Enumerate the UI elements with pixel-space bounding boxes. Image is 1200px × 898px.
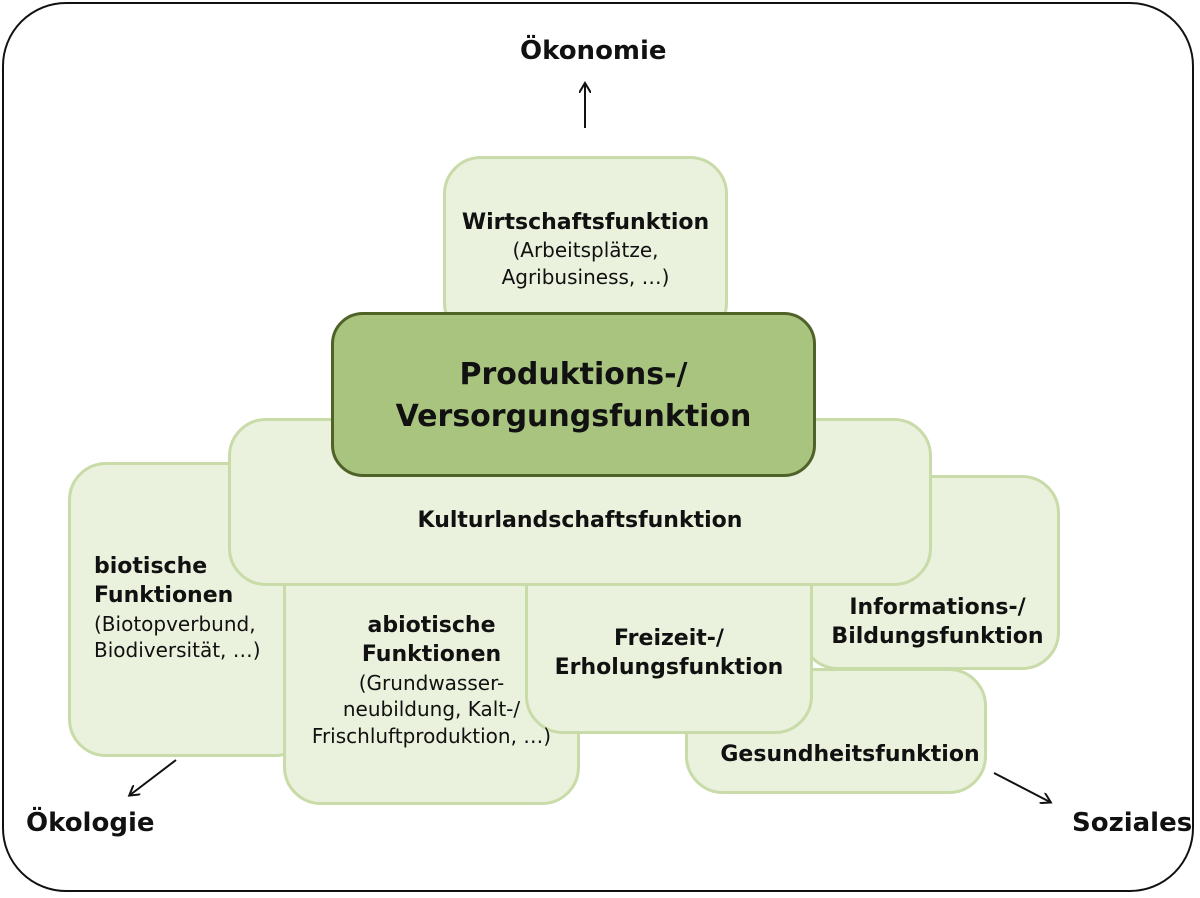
- box-produktions-versorgungsfunktion: [331, 312, 816, 477]
- label-oekonomie: Ökonomie: [520, 36, 667, 66]
- center-text: Produktions-/ Versorgungsfunktion: [331, 354, 816, 438]
- freizeit-text: Freizeit-/ Erholungsfunktion: [525, 624, 813, 683]
- kultur-title: Kulturlandschaftsfunktion: [417, 508, 743, 533]
- wirtschaft-text: Wirtschaftsfunktion (Arbeitsplätze, Agri…: [443, 208, 728, 290]
- biotisch-text: biotische Funktionen (Biotopverbund, Bio…: [94, 552, 294, 664]
- abiotisch-detail-3: Frischluftproduktion, …): [311, 723, 552, 748]
- label-soziales: Soziales: [1072, 808, 1193, 838]
- biotisch-title-1: biotische: [94, 554, 208, 579]
- wirtschaft-title: Wirtschaftsfunktion: [461, 210, 710, 235]
- biotisch-detail-2: Biodiversität, …): [94, 638, 261, 663]
- freizeit-line-2: Erholungsfunktion: [554, 655, 784, 681]
- box-wirtschaftsfunktion: [443, 156, 728, 341]
- abiotisch-text: abiotische Funktionen (Grundwasser- neub…: [283, 611, 580, 749]
- biotisch-detail-1: (Biotopverbund,: [94, 611, 256, 636]
- label-oekologie: Ökologie: [26, 808, 155, 838]
- abiotisch-title-1: abiotische: [367, 613, 496, 638]
- abiotisch-detail-1: (Grundwasser-: [358, 670, 505, 695]
- wirtschaft-detail-2: Agribusiness, …): [501, 264, 670, 289]
- wirtschaft-detail-1: (Arbeitsplätze,: [512, 238, 659, 263]
- information-line-1: Informations-/: [849, 595, 1026, 620]
- center-line-2: Versorgungsfunktion: [395, 399, 752, 434]
- abiotisch-detail-2: neubildung, Kalt-/: [342, 697, 521, 722]
- information-text: Informations-/ Bildungsfunktion: [815, 593, 1060, 652]
- freizeit-line-1: Freizeit-/: [614, 626, 724, 651]
- biotisch-title-2: Funktionen: [94, 583, 234, 609]
- abiotisch-title-2: Funktionen: [361, 642, 502, 668]
- center-line-1: Produktions-/: [459, 357, 688, 392]
- information-line-2: Bildungsfunktion: [831, 624, 1044, 650]
- gesundheit-title: Gesundheitsfunktion: [720, 742, 980, 767]
